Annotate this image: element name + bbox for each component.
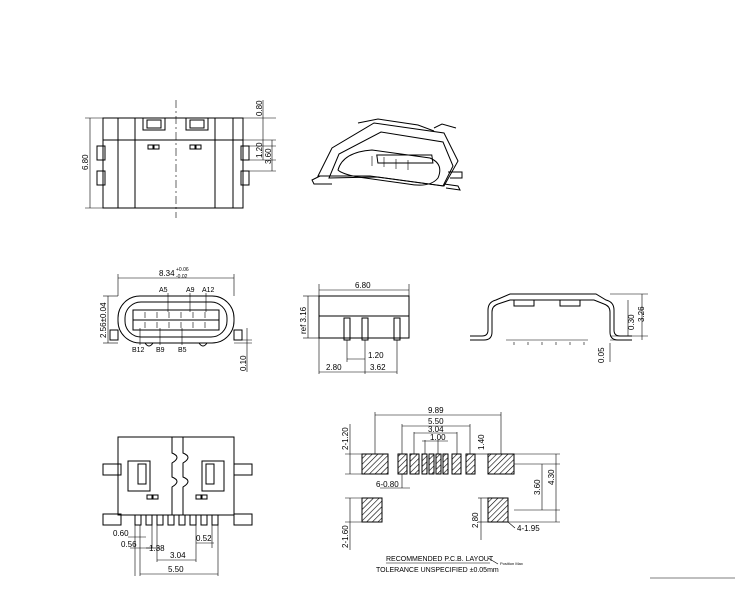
end-dim-005: 0.05	[597, 347, 606, 363]
isometric-view	[311, 118, 463, 191]
side-dim-362: 3.62	[370, 363, 386, 372]
pcb-padh-label: 2-1.20	[341, 427, 350, 450]
front-height-label: 2.56±0.04	[99, 302, 108, 338]
pin-label-b9: B9	[156, 347, 165, 354]
pcb-slotgap-label: 2.80	[471, 512, 480, 528]
pin-label-b12: B12	[132, 347, 145, 354]
top-dim-080: 0.80	[255, 100, 264, 116]
pcb-slotw-label: 4-1.95	[517, 524, 540, 533]
pcb-pins-label: 3.04	[428, 425, 444, 434]
top-dim-360: 3.60	[264, 148, 273, 164]
side-ref-label: ref 3.16	[299, 306, 308, 334]
side-view: 6.80 ref 3.16 1.20 2.80 3.62	[299, 281, 410, 374]
side-dim-120: 1.20	[368, 351, 384, 360]
bottom-dim-056: 0.56	[121, 540, 137, 549]
pcb-note1: RECOMMENDED P.C.B. LAYOUT	[386, 556, 494, 563]
side-width-label: 6.80	[355, 281, 371, 290]
pcb-padw-label: 1.40	[477, 434, 486, 450]
bottom-dim-060: 0.60	[113, 529, 129, 538]
end-dim-326: 3.26	[637, 306, 646, 322]
top-view: 6.80 0.80 1.20 3.60	[81, 100, 276, 218]
pin-label-a9: A9	[186, 287, 195, 294]
bottom-view: 0.60 0.56 1.38 0.52 3.04 5.50	[102, 436, 253, 576]
front-width-tol-upper: +0.06	[176, 267, 189, 273]
pcb-note2: TOLERANCE UNSPECIFIED ±0.05mm	[376, 567, 499, 574]
top-dim-120: 1.20	[255, 142, 264, 158]
pcb-slot-label: 2-1.60	[341, 525, 350, 548]
pcb-signal-label: 6-0.80	[376, 480, 399, 489]
pcb-overall-label: 9.89	[428, 406, 444, 415]
pcb-side-note: Position Max	[500, 561, 523, 566]
pin-label-a5: A5	[159, 287, 168, 294]
front-width-label: 8.34	[159, 269, 175, 278]
side-dim-280: 2.80	[326, 363, 342, 372]
end-dim-030: 0.30	[627, 314, 636, 330]
end-view: 0.30 3.26 0.05	[470, 293, 648, 363]
front-foot-label: 0.10	[239, 355, 248, 371]
pcb-layout: 9.89 5.50 3.04 1.00 1.40 2-1.20 6-0.80 3…	[341, 406, 560, 574]
pcb-vert2-label: 4.30	[547, 469, 556, 485]
bottom-dim-052: 0.52	[196, 534, 212, 543]
front-view: 8.34 +0.06 -0.02 A5 A9 A12 B12 B9 B5 2.5…	[99, 267, 252, 372]
top-width-label: 6.80	[81, 154, 90, 170]
pcb-pitch-label: 1.00	[430, 433, 446, 442]
pcb-vert1-label: 3.60	[533, 479, 542, 495]
front-width-tol-lower: -0.02	[176, 274, 188, 280]
bottom-dim-550: 5.50	[168, 565, 184, 574]
bottom-dim-304: 3.04	[170, 551, 186, 560]
pin-label-b5: B5	[178, 347, 187, 354]
pin-label-a12: A12	[202, 287, 215, 294]
bottom-dim-138: 1.38	[149, 544, 165, 553]
pcb-inner-label: 5.50	[428, 417, 444, 426]
